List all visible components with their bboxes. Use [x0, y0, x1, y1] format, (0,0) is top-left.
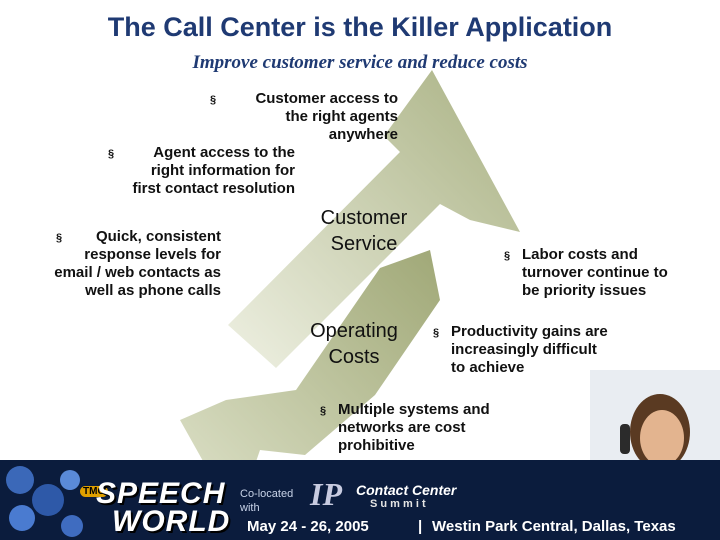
center-line: Operating — [310, 320, 398, 342]
bullet-line: response levels for — [84, 246, 221, 263]
bullet-line: Quick, consistent — [95, 228, 221, 245]
footer-separator: | — [418, 518, 423, 535]
bullet-line: turnover continue to — [522, 264, 668, 281]
upper-arrow — [228, 70, 520, 368]
lower-arrow — [180, 250, 440, 520]
bullet-line: first contact resolution — [132, 180, 295, 197]
bullet-line: Productivity gains are — [451, 323, 608, 340]
colocated-line-1: Co-located — [240, 488, 294, 500]
center-line: Service — [330, 233, 398, 255]
bullet-line: Customer access to — [255, 90, 398, 107]
bullet-line: Multiple systems and — [338, 401, 490, 418]
bullet-line: the right agents — [285, 108, 398, 125]
molecule-graphic — [6, 466, 83, 537]
bullet-line: be priority issues — [522, 282, 647, 299]
bullet-customer-access: § Customer access to the right agents an… — [210, 90, 398, 144]
slide-subtitle: Improve customer service and reduce cost… — [192, 52, 528, 73]
bullet-line: well as phone calls — [85, 282, 221, 299]
bullet-labor-costs: § Labor costs and turnover continue to b… — [504, 246, 704, 300]
contact-center-logo: Contact Center — [356, 482, 457, 498]
colocated-line-2: with — [240, 502, 260, 514]
speechworld-logo-line-1: SPEECH — [96, 477, 226, 510]
customer-service-label: Customer Service — [300, 205, 428, 257]
center-line: Costs — [328, 346, 380, 368]
speechworld-logo-line-2: WORLD — [112, 505, 231, 538]
bullet-quick-response: § Quick, consistent response levels for … — [2, 228, 221, 300]
event-footer-banner: TMC Co-located with IP Contact Center S … — [0, 460, 720, 540]
bullet-marker: § — [504, 250, 511, 262]
operating-costs-label: Operating Costs — [290, 318, 418, 370]
speechworld-logo: SPEECH WORLD — [96, 477, 231, 538]
bullet-line: email / web contacts as — [54, 264, 221, 281]
ip-logo: IP — [310, 476, 342, 512]
bullet-marker: § — [108, 148, 115, 160]
bullet-marker: § — [433, 327, 440, 339]
center-line: Customer — [320, 207, 408, 229]
bullet-agent-access: § Agent access to the right information … — [100, 144, 295, 198]
event-venue: Westin Park Central, Dallas, Texas — [432, 518, 676, 535]
bullet-marker: § — [56, 232, 63, 244]
bullet-line: Agent access to the — [153, 144, 295, 161]
bullet-line: right information for — [150, 162, 295, 179]
bullet-line: networks are cost — [338, 419, 466, 436]
bullet-line: to achieve — [451, 359, 525, 376]
bullet-productivity: § Productivity gains are increasingly di… — [433, 323, 648, 377]
bullet-marker: § — [210, 94, 217, 106]
summit-logo: S u m m i t — [370, 498, 426, 510]
event-date: May 24 - 26, 2005 — [247, 518, 369, 535]
bullet-line: anywhere — [328, 126, 398, 143]
bullet-line: increasingly difficult — [451, 341, 597, 358]
bullet-marker: § — [320, 405, 327, 417]
bullet-line: Labor costs and — [522, 246, 638, 263]
bullet-multiple-systems: § Multiple systems and networks are cost… — [320, 401, 530, 455]
tmc-badge: TMC — [80, 486, 108, 497]
bullet-line: prohibitive — [338, 437, 415, 454]
slide-title: The Call Center is the Killer Applicatio… — [107, 12, 613, 42]
